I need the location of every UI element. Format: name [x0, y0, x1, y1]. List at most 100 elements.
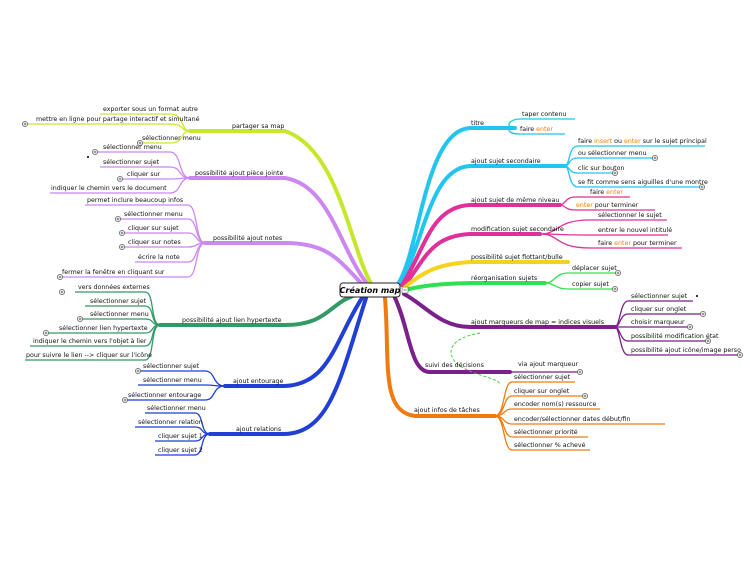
subtopic[interactable]: cliquer sujet 2 — [158, 447, 203, 454]
subtopic[interactable]: sélectionner menu — [143, 376, 202, 384]
subtopic[interactable]: faire enter — [590, 189, 623, 196]
subtopic[interactable]: sélectionner relation — [138, 418, 203, 426]
expand-plus-icon[interactable] — [687, 324, 693, 330]
expand-plus-icon[interactable] — [77, 316, 83, 322]
subtopic[interactable]: sélectionner menu — [142, 134, 201, 142]
subtopic[interactable]: fermer la fenêtre en cliquant sur — [62, 268, 165, 276]
subtopic[interactable]: taper contenu — [522, 111, 566, 118]
subtopic[interactable]: ou sélectionner menu — [578, 149, 647, 157]
expand-plus-icon[interactable] — [119, 244, 125, 250]
subtopic[interactable]: sélectionner priorité — [514, 428, 578, 436]
central-topic-label: Création map — [340, 285, 401, 295]
topic-taches[interactable]: ajout infos de tâches — [414, 406, 480, 414]
subtopic[interactable]: indiquer le chemin vers l'objet à lier — [33, 337, 147, 345]
subtopic[interactable]: se fit comme sens aiguilles d'une montre — [578, 179, 708, 186]
subtopic[interactable]: sélectionner entourage — [128, 391, 201, 399]
subtopic[interactable]: sélectionner lien hypertexte — [59, 324, 148, 332]
branch-marqueurs — [402, 292, 617, 329]
dashed-relation — [450, 332, 501, 386]
expand-plus-icon[interactable] — [59, 289, 65, 295]
subtopic[interactable]: sélectionner le sujet — [598, 211, 662, 219]
subtopic[interactable]: écrire la note — [138, 253, 180, 261]
expand-plus-icon[interactable] — [577, 369, 583, 375]
topic-meme-niveau[interactable]: ajout sujet de même niveau — [471, 196, 559, 204]
expand-plus-icon[interactable] — [22, 121, 28, 127]
expand-plus-icon[interactable] — [135, 368, 141, 374]
subtopic[interactable]: sélectionner sujet — [90, 297, 147, 305]
expand-plus-icon[interactable] — [57, 274, 63, 280]
expand-plus-icon[interactable] — [137, 140, 143, 146]
expand-plus-icon[interactable] — [117, 176, 123, 182]
topic-decisions[interactable]: suivi des décisions — [425, 361, 484, 369]
main-branches — [158, 126, 617, 436]
topic-flottant[interactable]: possibilité sujet flottant/bulle — [471, 253, 563, 261]
subtopic[interactable]: pour suivre le lien --> cliquer sur l'ic… — [26, 351, 152, 359]
subtopic[interactable]: sélectionner menu — [124, 210, 183, 218]
subtopic[interactable]: déplacer sujet — [572, 264, 617, 272]
branch-decisions — [393, 296, 512, 374]
subtopic[interactable]: cliquer sur notes — [128, 239, 181, 246]
topic-relations[interactable]: ajout relations — [236, 426, 281, 433]
subtopic[interactable]: cliquer sujet 1 — [158, 433, 203, 440]
topic-notes[interactable]: possibilité ajout notes — [213, 234, 282, 242]
subtopic[interactable]: sélectionner sujet — [514, 373, 571, 381]
topic-marqueurs[interactable]: ajout marqueurs de map = indices visuels — [471, 319, 604, 326]
expand-plus-icon[interactable] — [43, 330, 49, 336]
subtopic[interactable]: sélectionner sujet — [103, 158, 160, 166]
branch-reorganisation — [403, 281, 547, 292]
subtopic[interactable]: clic sur bouton — [578, 165, 624, 172]
subtopic[interactable]: cliquer sur — [127, 171, 161, 178]
subtopic[interactable]: via ajout marqueur — [518, 361, 579, 368]
subtopic[interactable]: permet inclure beaucoup infos — [87, 197, 183, 204]
expand-plus-icon[interactable] — [612, 286, 618, 292]
subtopic[interactable]: cliquer sur onglet — [631, 306, 687, 313]
topic-modification[interactable]: modification sujet secondaire — [471, 226, 564, 233]
subtopic[interactable]: choisir marqueur — [631, 319, 685, 326]
subtopic[interactable]: sélectionner menu — [90, 310, 149, 318]
topic-hypertexte[interactable]: possibilité ajout lien hypertexte — [182, 316, 282, 324]
expand-plus-icon[interactable] — [582, 393, 588, 399]
subtopic[interactable]: sélectionner sujet — [631, 292, 688, 300]
expand-plus-icon[interactable] — [119, 230, 125, 236]
subtopic[interactable]: sélectionner menu — [147, 404, 206, 412]
subtopic[interactable]: vers données externes — [78, 283, 150, 291]
subtopic[interactable]: faire insert ou enter sur le sujet princ… — [578, 138, 707, 145]
topic-titre[interactable]: titre — [471, 120, 484, 127]
central-topic[interactable]: Création map — [339, 282, 409, 298]
topic-reorganisation[interactable]: réorganisation sujets — [471, 274, 537, 282]
topic-jointe[interactable]: possibilité ajout pièce jointe — [195, 169, 283, 177]
subtopic[interactable]: indiquer le chemin vers le document — [51, 185, 167, 192]
subtopic[interactable]: mettre en ligne pour partage interactif … — [36, 115, 200, 123]
subtopic[interactable]: cliquer sur sujet — [128, 225, 179, 232]
bullet-dot-icon — [695, 294, 699, 298]
subtopic[interactable]: sélectionner menu — [103, 143, 162, 151]
subtopic[interactable]: faire enter — [520, 126, 553, 133]
expand-plus-icon[interactable] — [699, 184, 705, 190]
branch-entourage — [223, 296, 364, 388]
subtopic[interactable]: cliquer sur onglet — [514, 388, 570, 395]
subtopic[interactable]: exporter sous un format autre — [103, 106, 198, 113]
subtopic[interactable]: copier sujet — [572, 281, 609, 288]
expand-plus-icon[interactable] — [705, 338, 711, 344]
expand-plus-icon[interactable] — [700, 311, 706, 317]
expand-plus-icon[interactable] — [92, 149, 98, 155]
expand-plus-icon[interactable] — [615, 270, 621, 276]
subtopic[interactable]: encoder/sélectionner dates début/fin — [514, 415, 630, 423]
topic-entourage[interactable]: ajout entourage — [233, 378, 284, 385]
subtopic[interactable]: entrer le nouvel intitulé — [598, 226, 672, 234]
expand-plus-icon[interactable] — [612, 170, 618, 176]
expand-plus-icon[interactable] — [652, 155, 658, 161]
subtopic[interactable]: possibilité ajout icône/image perso — [631, 346, 741, 354]
subtopic[interactable]: possibilité modification état — [631, 332, 719, 340]
expand-plus-icon[interactable] — [122, 397, 128, 403]
subtopic[interactable]: faire enter pour terminer — [598, 240, 677, 247]
subtopic[interactable]: sélectionner sujet — [143, 362, 200, 370]
subtopic[interactable]: enter pour terminer — [576, 202, 639, 209]
subtopic[interactable]: encoder nom(s) ressource — [514, 401, 596, 408]
expand-plus-icon[interactable] — [115, 216, 121, 222]
subtopic[interactable]: sélectionner % achevé — [514, 441, 586, 449]
expand-plus-icon[interactable] — [737, 352, 743, 358]
topic-secondaire[interactable]: ajout sujet secondaire — [471, 158, 541, 165]
branch-meme-niveau — [400, 203, 562, 287]
topic-partager[interactable]: partager sa map — [232, 123, 284, 130]
